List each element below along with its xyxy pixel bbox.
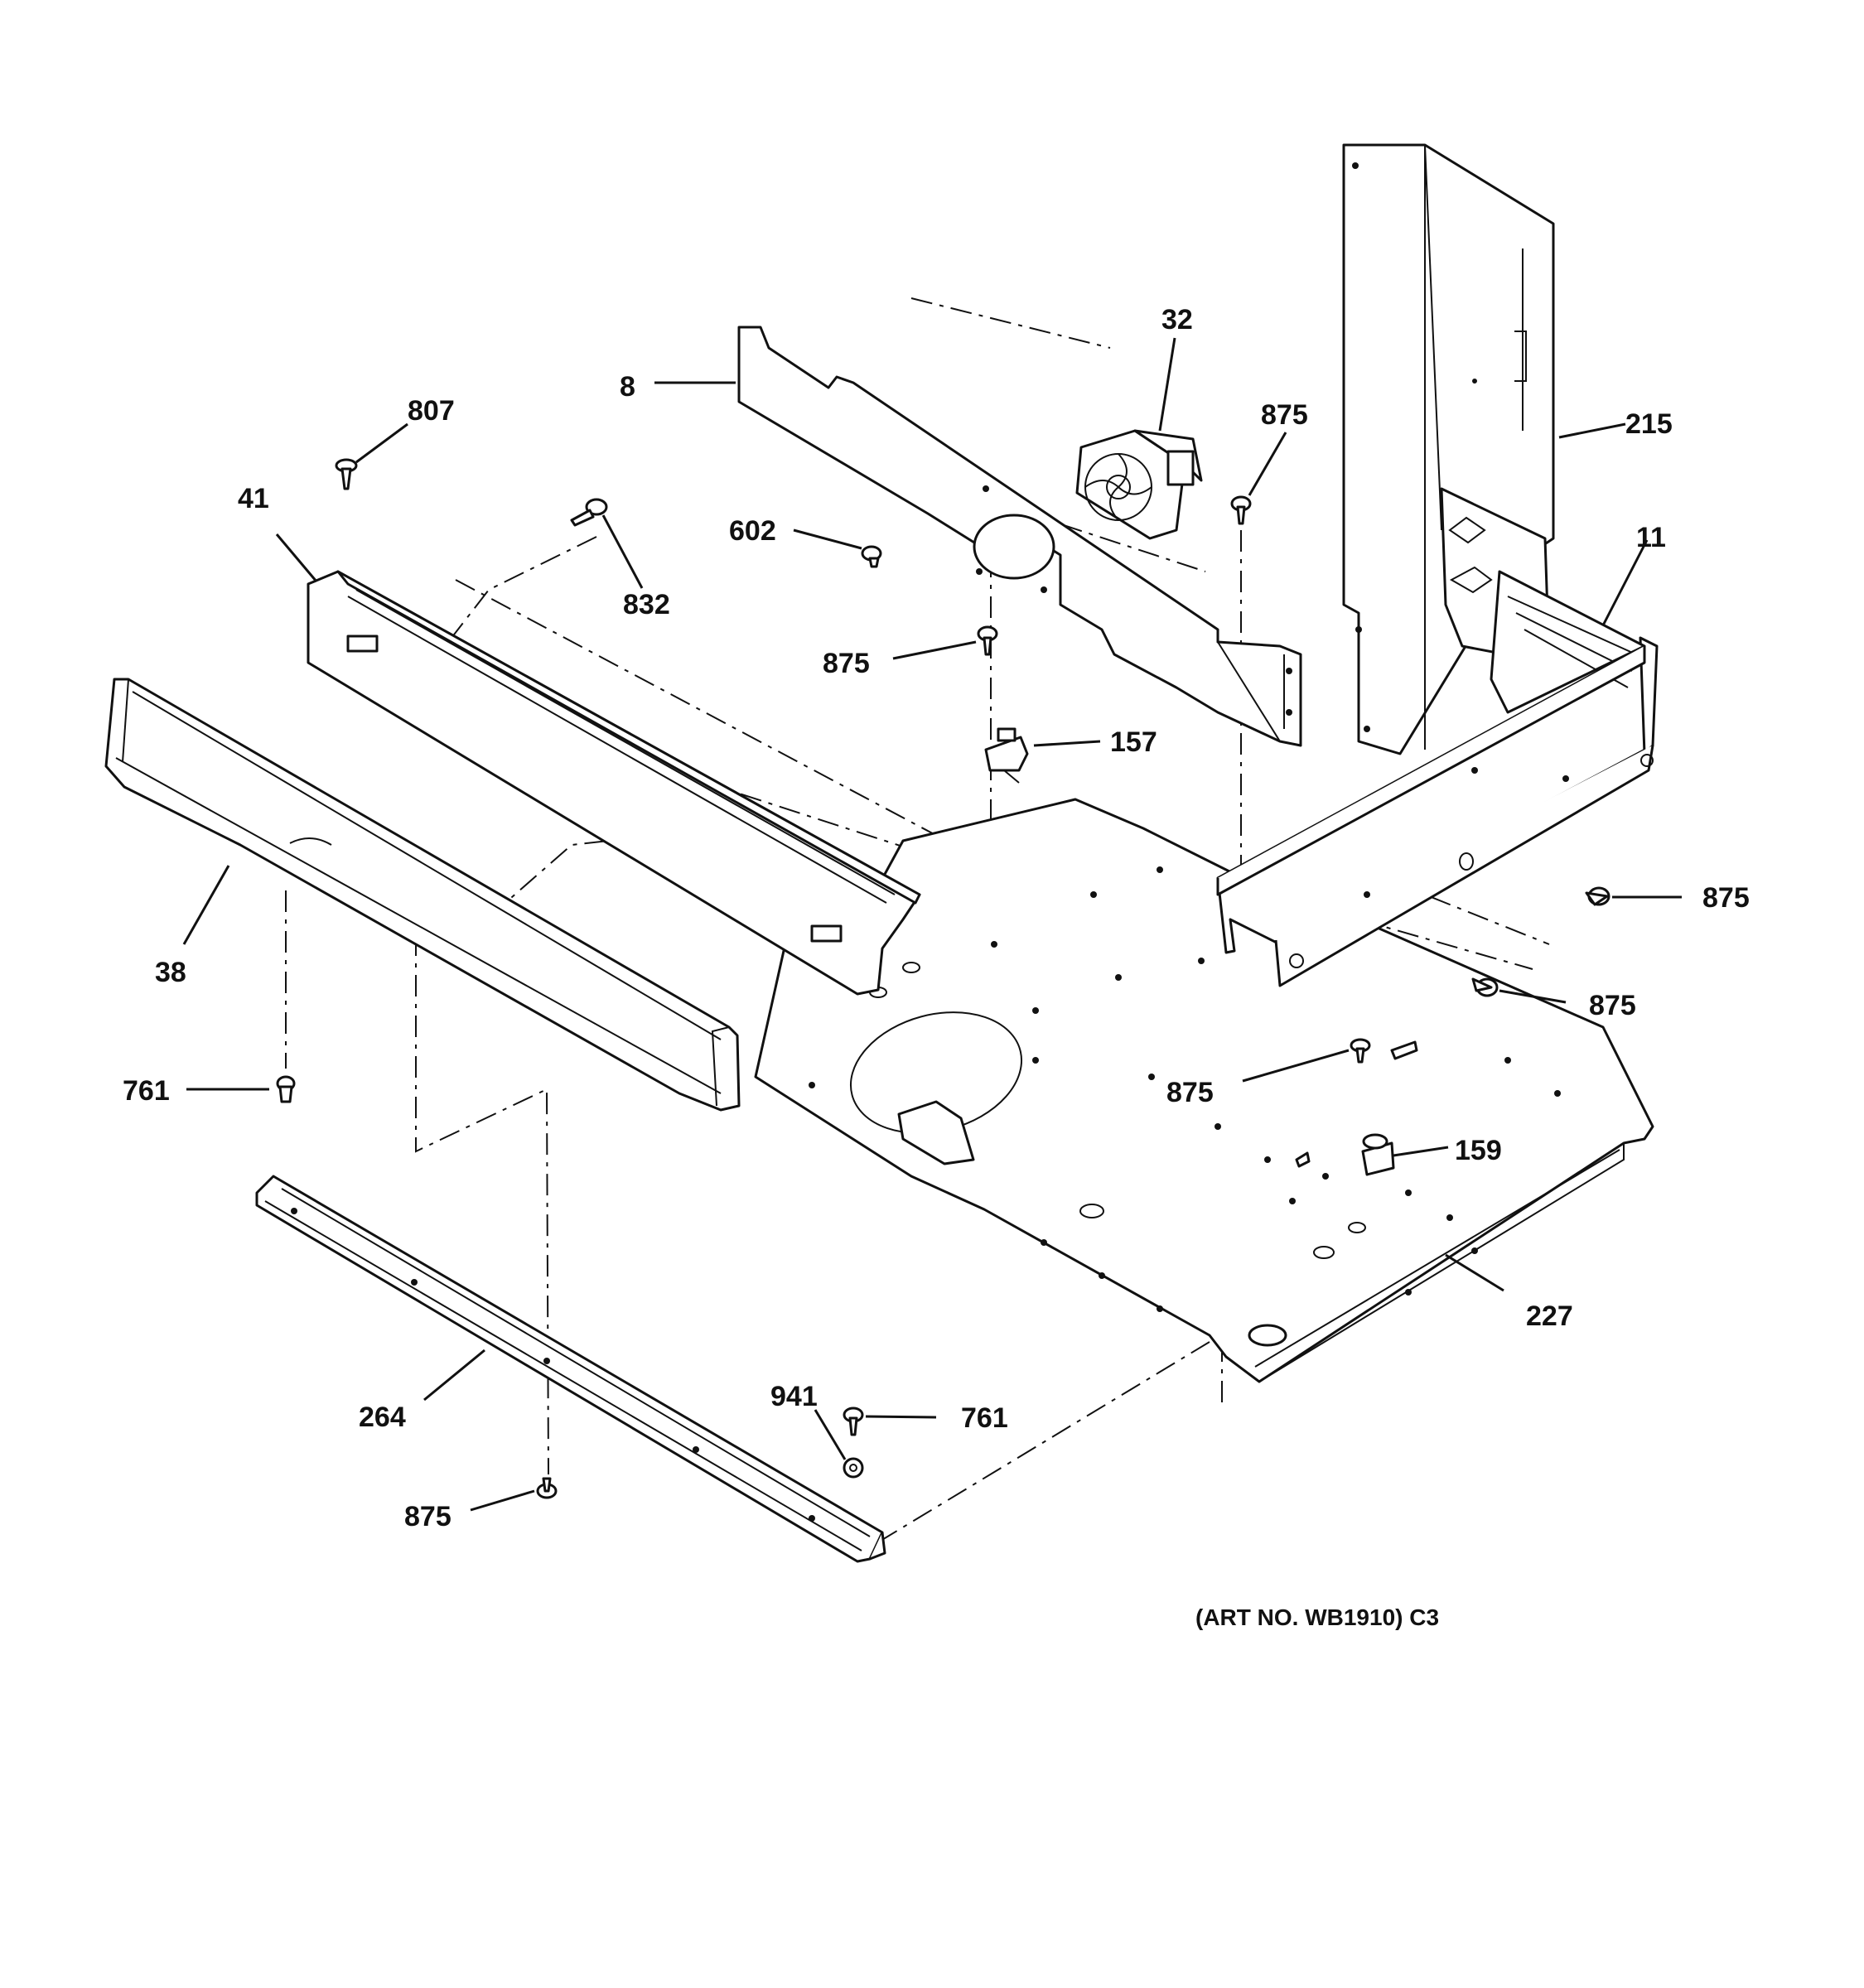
- trim-41: [307, 570, 921, 996]
- base-plate-227: [754, 798, 1654, 1383]
- label-875-mid: 875: [823, 648, 870, 679]
- label-41: 41: [238, 483, 269, 514]
- label-761-left: 761: [123, 1075, 170, 1107]
- label-8: 8: [620, 371, 635, 403]
- label-941: 941: [770, 1381, 818, 1412]
- label-602: 602: [729, 515, 776, 547]
- screw-875-right2-icon: [1471, 977, 1499, 997]
- leader-lines: [182, 337, 1682, 1512]
- screw-761-left-icon: [276, 1075, 296, 1103]
- rail-264: [255, 1175, 886, 1563]
- label-875-center: 875: [1166, 1077, 1214, 1108]
- bracket-8: [737, 326, 1302, 747]
- screw-875-top-icon: [1230, 495, 1252, 525]
- label-875-right1: 875: [1702, 882, 1750, 914]
- label-832: 832: [623, 589, 670, 620]
- label-215: 215: [1625, 408, 1673, 440]
- screw-875-right1-icon: [1585, 886, 1610, 906]
- label-807: 807: [408, 395, 455, 427]
- screw-602-icon: [861, 545, 882, 568]
- label-761-bottom: 761: [961, 1402, 1008, 1434]
- label-38: 38: [155, 957, 186, 988]
- label-227: 227: [1526, 1300, 1573, 1332]
- label-159: 159: [1455, 1135, 1502, 1166]
- fan-32: [1075, 429, 1203, 540]
- label-157: 157: [1110, 726, 1157, 758]
- label-875-right2: 875: [1589, 990, 1636, 1021]
- screw-875-center-icon: [1350, 1038, 1371, 1064]
- fasteners: [276, 458, 1610, 1499]
- thermostat-157-icon: [984, 727, 1029, 784]
- label-264: 264: [359, 1402, 406, 1433]
- washer-941-icon: [843, 1457, 864, 1479]
- part-labels: 8 32 875 215 807 41 832 602 11 875 157 8…: [123, 304, 1750, 1532]
- rail-11: [1216, 570, 1659, 987]
- label-32: 32: [1161, 304, 1193, 335]
- screw-807-icon: [335, 458, 358, 490]
- screw-875-bottom-icon: [536, 1477, 558, 1499]
- thermostat-159-icon: [1361, 1133, 1395, 1176]
- panel-38: [104, 678, 741, 1112]
- art-number: (ART NO. WB1910) C3: [1195, 1604, 1439, 1630]
- label-11: 11: [1636, 522, 1666, 553]
- label-875-bottom: 875: [404, 1501, 452, 1532]
- screw-832-icon: [570, 498, 608, 527]
- screw-761-bottom-icon: [843, 1407, 864, 1436]
- screw-875-mid-icon: [977, 625, 998, 656]
- label-875-top: 875: [1261, 399, 1308, 431]
